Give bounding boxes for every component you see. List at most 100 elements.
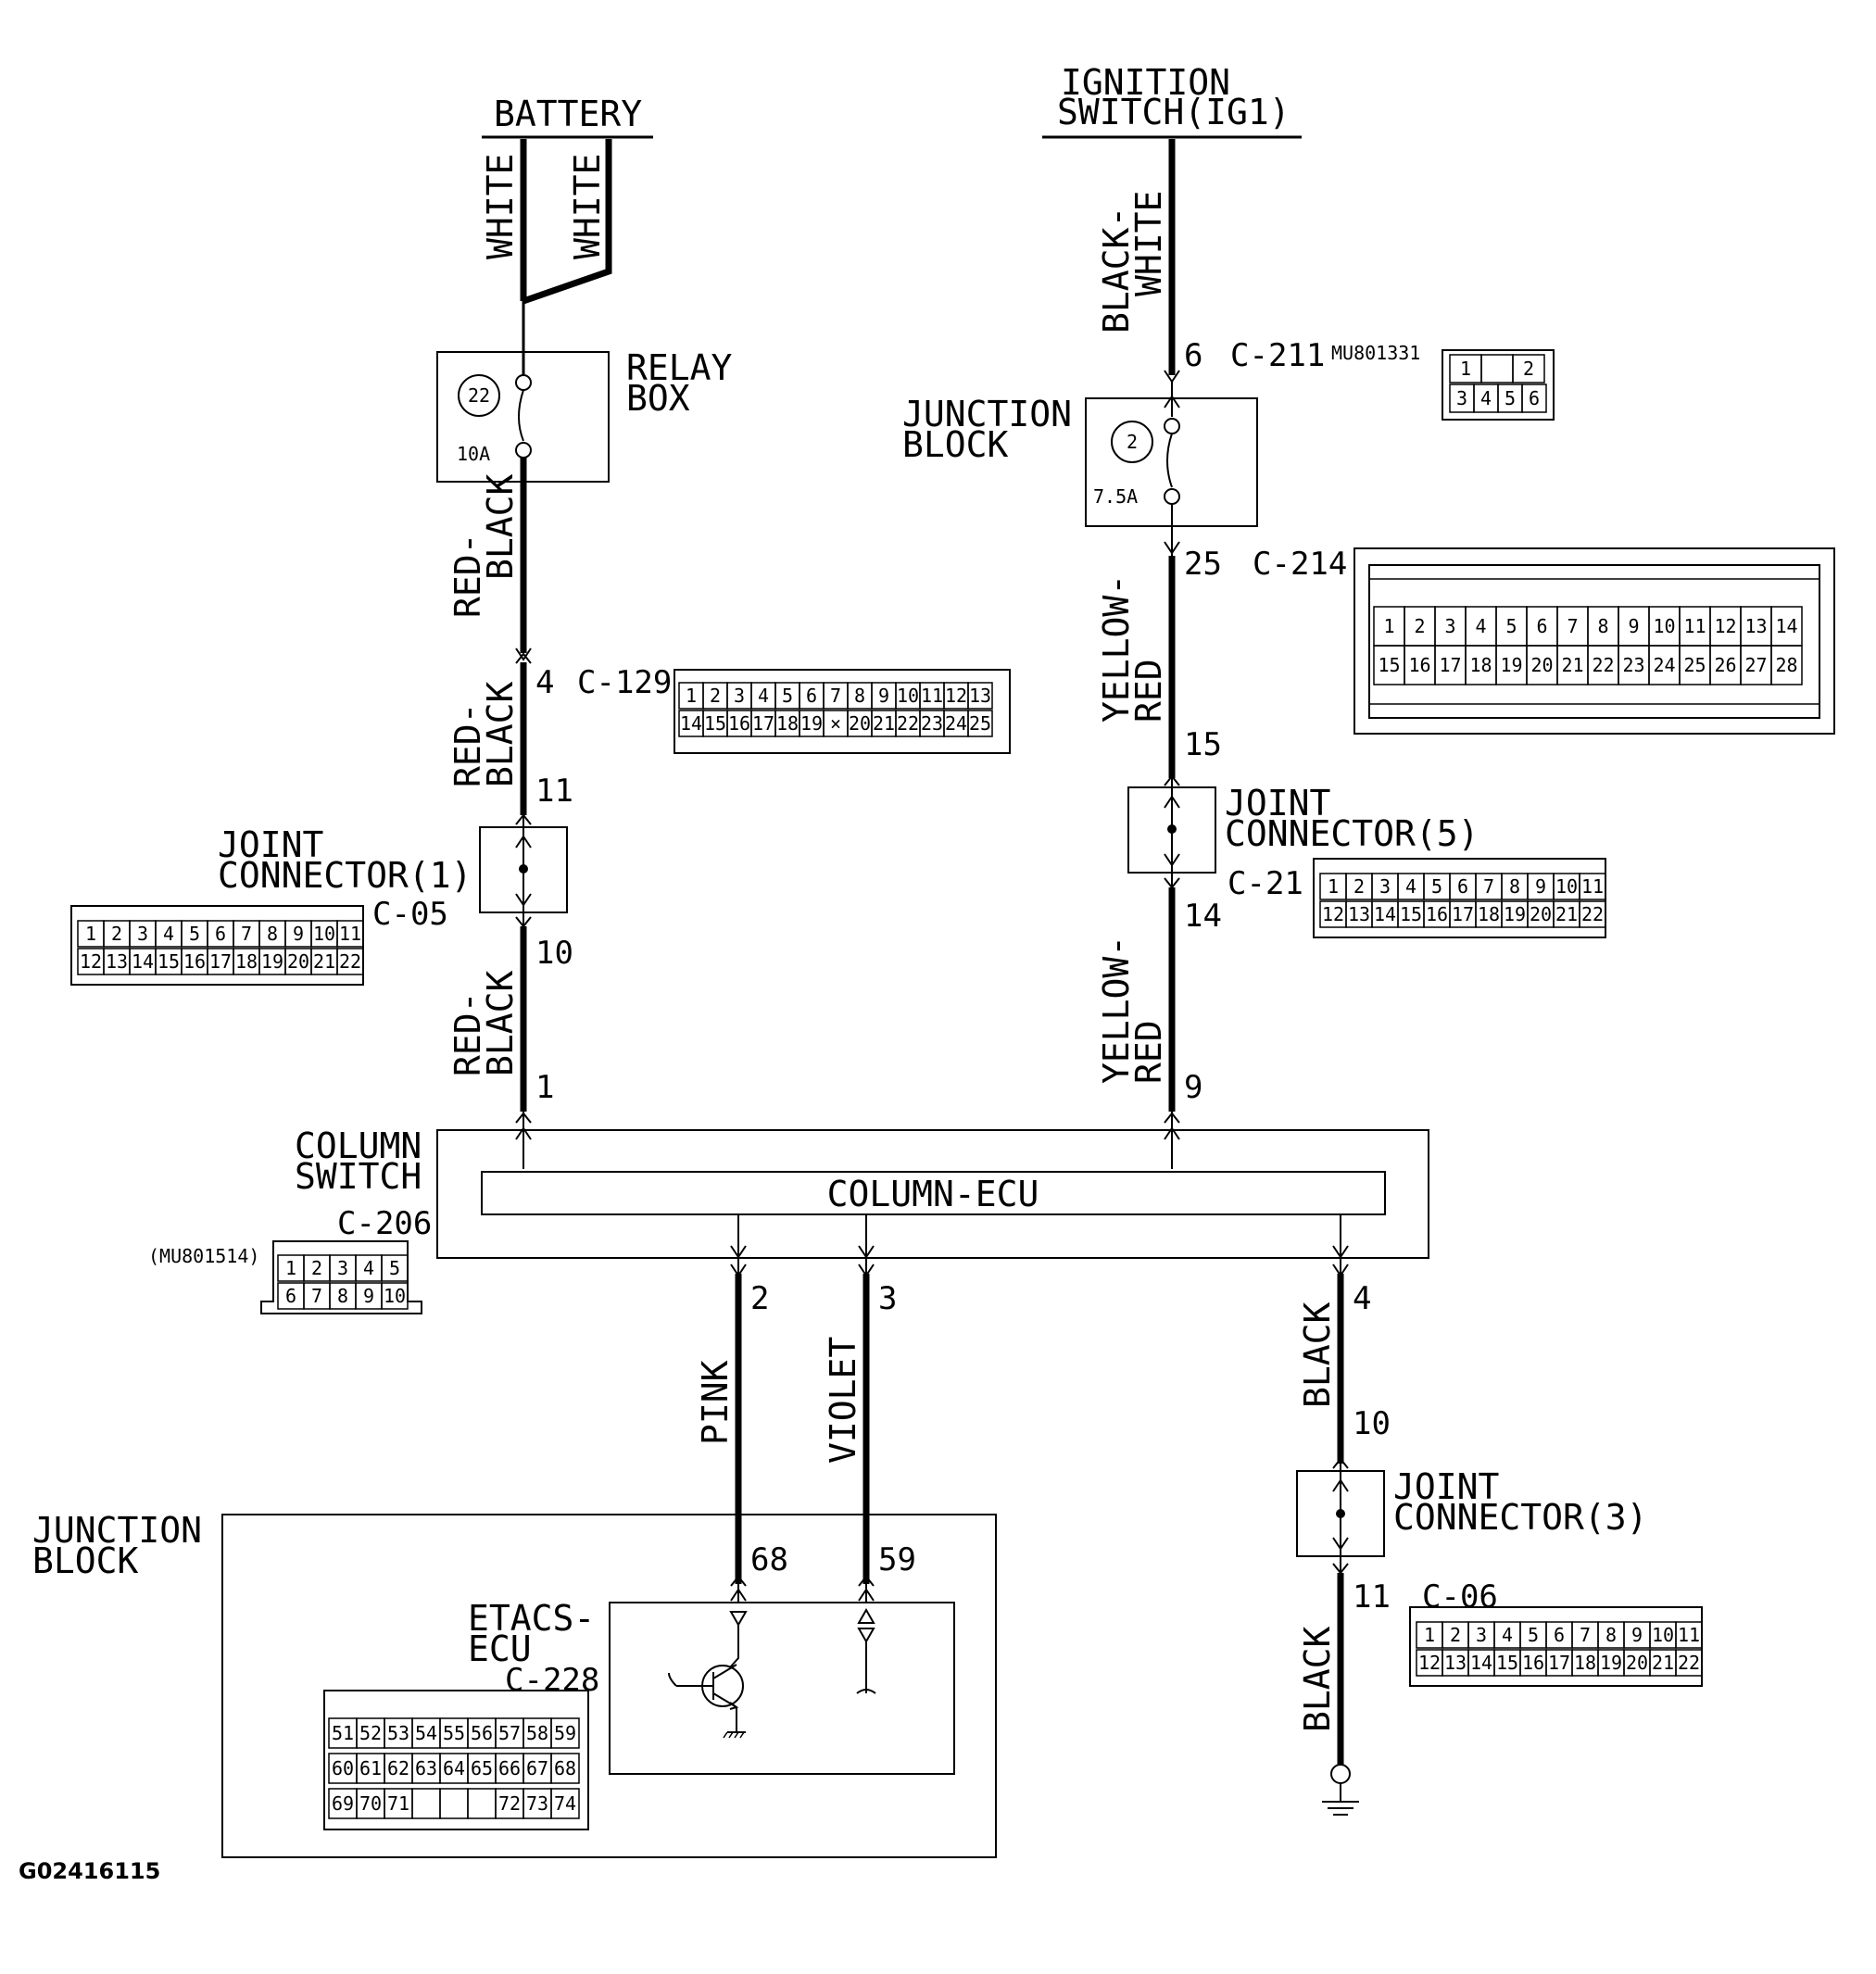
c214-pin-number: 28 bbox=[1775, 654, 1797, 676]
c228-pin-number: 74 bbox=[554, 1792, 576, 1815]
c214-pin-number: 22 bbox=[1592, 654, 1614, 676]
c05-pin-number: 16 bbox=[183, 950, 206, 973]
c214-pin-number: 20 bbox=[1530, 654, 1553, 676]
c214-pin-number: 10 bbox=[1653, 615, 1675, 637]
c214-pin-number: 23 bbox=[1622, 654, 1644, 676]
c06-pin-number: 20 bbox=[1626, 1652, 1648, 1674]
ignition-label-2: SWITCH(IG1) bbox=[1057, 92, 1291, 132]
c214-pin-number: 15 bbox=[1378, 654, 1400, 676]
c06-pin-number: 8 bbox=[1605, 1624, 1617, 1646]
c06-pin-number: 3 bbox=[1476, 1624, 1487, 1646]
wire-red-black-3a: RED- bbox=[447, 991, 488, 1076]
c129-pin-number: 14 bbox=[680, 712, 702, 735]
jb-fuse-amp: 7.5A bbox=[1093, 485, 1138, 508]
c05-pin-number: 4 bbox=[163, 923, 174, 945]
c228-pin-number: 52 bbox=[359, 1722, 382, 1744]
c214-pin-number: 6 bbox=[1536, 615, 1547, 637]
c228-pin-number: 63 bbox=[415, 1757, 437, 1779]
c214-pin-number: 25 bbox=[1683, 654, 1706, 676]
wire-pink: PINK bbox=[695, 1360, 736, 1445]
c206-pin-number: 2 bbox=[311, 1257, 322, 1279]
c05-pin-cell bbox=[336, 920, 364, 948]
c206-pin-number: 8 bbox=[337, 1285, 348, 1307]
column-switch: COLUMN-ECU COLUMN SWITCH C-206 (MU801514… bbox=[148, 1125, 1429, 1267]
c228-pin-number: 60 bbox=[332, 1757, 354, 1779]
c21-pin-number: 4 bbox=[1405, 875, 1416, 898]
c06-pin-number: 6 bbox=[1554, 1624, 1565, 1646]
c21-pin-number: 12 bbox=[1322, 903, 1344, 925]
c214-label: C-214 bbox=[1253, 546, 1347, 583]
junction-block-label-1: JUNCTION bbox=[902, 394, 1072, 434]
wire-white-a: WHITE bbox=[480, 154, 521, 259]
c21-pin-number: 16 bbox=[1426, 903, 1448, 925]
pin-25-c214: 25 bbox=[1184, 546, 1222, 583]
joint1-label-1: JOINT bbox=[218, 824, 323, 865]
pin-11-joint3: 11 bbox=[1353, 1578, 1391, 1616]
battery-label: BATTERY bbox=[494, 94, 642, 134]
relay-fuse-number: 22 bbox=[468, 384, 490, 407]
c211-pin-number: 3 bbox=[1456, 387, 1467, 409]
c206-pin-number: 4 bbox=[363, 1257, 374, 1279]
c05-pin-number: 2 bbox=[111, 923, 122, 945]
c228-pin-number: 54 bbox=[415, 1722, 437, 1744]
c214-pin-number: 12 bbox=[1714, 615, 1736, 637]
c206-pin-number: 7 bbox=[311, 1285, 322, 1307]
pin-1-column: 1 bbox=[535, 1069, 554, 1106]
wire-white-b: WHITE bbox=[567, 154, 608, 259]
c05-pin-number: 1 bbox=[85, 923, 96, 945]
wire-yellow-red-1b: RED bbox=[1128, 659, 1169, 723]
c129-pin-number: 1 bbox=[686, 685, 697, 707]
c06-pin-cell bbox=[1675, 1621, 1703, 1649]
relay-box-label-2: BOX bbox=[626, 378, 690, 419]
battery-supply: BATTERY WHITE WHITE bbox=[480, 94, 653, 380]
etacs-label-2: ECU bbox=[468, 1628, 532, 1669]
c06-pin-cell bbox=[1675, 1649, 1703, 1677]
c228-pin-number: 70 bbox=[359, 1792, 382, 1815]
c228-pin-number: 61 bbox=[359, 1757, 382, 1779]
c06-pin-number: 13 bbox=[1444, 1652, 1467, 1674]
c214-pin-number: 13 bbox=[1744, 615, 1767, 637]
c21-pin-number: 21 bbox=[1555, 903, 1578, 925]
c05-pin-number: 18 bbox=[235, 950, 258, 973]
c05-pin-number: 7 bbox=[241, 923, 252, 945]
c06-pin-number: 14 bbox=[1470, 1652, 1492, 1674]
left-wire-run: RED- BLACK 4 C-129 RED- BLACK 11 JOINT C… bbox=[218, 458, 672, 1169]
c05-pin-number: 22 bbox=[339, 950, 361, 973]
c06-pin-number: 10 bbox=[1652, 1624, 1674, 1646]
c129-pin-number: × bbox=[830, 712, 841, 735]
c06-pin-number: 11 bbox=[1678, 1624, 1700, 1646]
c21-pin-cell bbox=[1579, 873, 1606, 900]
c228-pin-cell bbox=[550, 1717, 580, 1749]
c211-pin-cell bbox=[1480, 354, 1514, 383]
c228-pin-number: 72 bbox=[498, 1792, 521, 1815]
c21-pin-number: 20 bbox=[1530, 903, 1552, 925]
wire-red-black-1a: RED- bbox=[447, 533, 488, 618]
c214-pin-number: 7 bbox=[1567, 615, 1578, 637]
joint1-label-2: CONNECTOR(1) bbox=[218, 855, 472, 896]
c21-pin-number: 13 bbox=[1348, 903, 1370, 925]
column-switch-label-1: COLUMN bbox=[295, 1125, 422, 1166]
c228-pin-cell bbox=[467, 1788, 497, 1819]
c129-pin-number: 4 bbox=[758, 685, 769, 707]
c228-pin-number: 68 bbox=[554, 1757, 576, 1779]
c21-pin-number: 6 bbox=[1457, 875, 1468, 898]
c05-pin-number: 20 bbox=[287, 950, 309, 973]
c21-pin-number: 5 bbox=[1431, 875, 1442, 898]
c228-pin-number: 55 bbox=[443, 1722, 465, 1744]
c21-pin-number: 3 bbox=[1379, 875, 1391, 898]
wire-yellow-red-2b: RED bbox=[1128, 1020, 1169, 1084]
c214-pin-number: 27 bbox=[1744, 654, 1767, 676]
c21-pin-number: 14 bbox=[1374, 903, 1396, 925]
c211-pin-number: 6 bbox=[1529, 387, 1540, 409]
figure-code: G02416115 bbox=[19, 1858, 160, 1884]
c206-pin-number: 1 bbox=[285, 1257, 296, 1279]
c21-pin-number: 22 bbox=[1581, 903, 1604, 925]
c214-pin-number: 16 bbox=[1408, 654, 1430, 676]
c214-pin-number: 11 bbox=[1683, 615, 1706, 637]
wire-yellow-red-2a: YELLOW- bbox=[1096, 936, 1137, 1084]
c05-pin-number: 21 bbox=[313, 950, 335, 973]
